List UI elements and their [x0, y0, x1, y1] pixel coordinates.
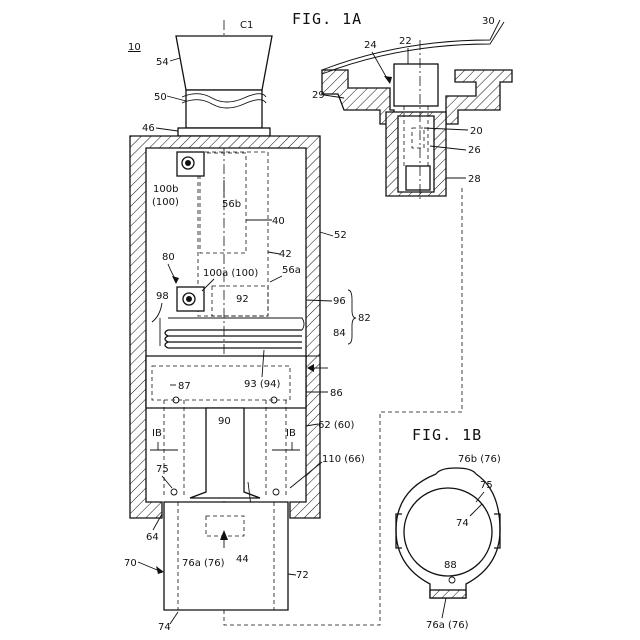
stem-90: 90: [190, 408, 260, 498]
label-100a: 100a (100): [203, 268, 258, 279]
label-90: 90: [218, 416, 231, 427]
fig-1b-title: FIG. 1B: [412, 426, 482, 444]
label-56b: 56b: [222, 199, 241, 210]
label-82: 82: [358, 313, 371, 324]
label-26: 26: [468, 145, 481, 156]
piston-92: 92 98: [152, 286, 268, 346]
label-ib-left: IB: [152, 428, 162, 439]
container-40-42: 40 42 56b 56a: [198, 152, 301, 316]
tube-50: 50: [154, 90, 266, 128]
label-1b-88: 88: [444, 560, 457, 571]
fig-1b-diagram: 76b (76) 75 74 88 76a (76): [396, 454, 501, 631]
label-50: 50: [154, 92, 167, 103]
label-93: 93 (94): [244, 379, 281, 390]
label-96: 96: [333, 296, 346, 307]
label-75: 75: [156, 464, 169, 475]
label-98: 98: [156, 291, 169, 302]
label-87: 87: [178, 381, 191, 392]
label-76a: 76a (76): [182, 558, 225, 569]
cup-72: 72 76a (76) 44 70 74: [124, 502, 309, 633]
label-80: 80: [162, 252, 175, 263]
top-right-assembly: 30 24 22 29 20 26 28: [312, 16, 512, 200]
label-84: 84: [333, 328, 346, 339]
label-52: 52: [334, 230, 347, 241]
label-42: 42: [279, 249, 292, 260]
label-86: 86: [330, 388, 343, 399]
label-28: 28: [468, 174, 481, 185]
label-30: 30: [482, 16, 495, 27]
label-40: 40: [272, 216, 285, 227]
label-22: 22: [399, 36, 412, 47]
label-56a: 56a: [282, 265, 301, 276]
label-1b-76b: 76b (76): [458, 454, 501, 465]
spring-94: [165, 318, 304, 348]
label-20: 20: [470, 126, 483, 137]
label-74: 74: [158, 622, 171, 633]
label-10: 10: [128, 42, 141, 53]
label-46: 46: [142, 123, 155, 134]
label-72: 72: [296, 570, 309, 581]
label-54: 54: [156, 57, 169, 68]
label-44: 44: [236, 554, 249, 565]
label-64: 64: [146, 532, 159, 543]
label-1b-74: 74: [456, 518, 469, 529]
hopper-54: 54: [156, 36, 272, 90]
sensor-100b: 100b (100): [152, 152, 204, 208]
label-110: 110 (66): [322, 454, 365, 465]
label-80-group: 80: [162, 252, 179, 284]
label-ib-right: IB: [286, 428, 296, 439]
label-100b-paren: (100): [152, 197, 179, 208]
label-62: 62 (60): [318, 420, 355, 431]
label-70: 70: [124, 558, 137, 569]
fig-1a-title: FIG. 1A: [292, 10, 362, 28]
label-1b-75: 75: [480, 480, 493, 491]
label-100b: 100b: [153, 184, 178, 195]
label-1b-76a: 76a (76): [426, 620, 469, 631]
label-24: 24: [364, 40, 377, 51]
label-c1: C1: [240, 20, 253, 31]
label-29: 29: [312, 90, 325, 101]
label-92: 92: [236, 294, 249, 305]
